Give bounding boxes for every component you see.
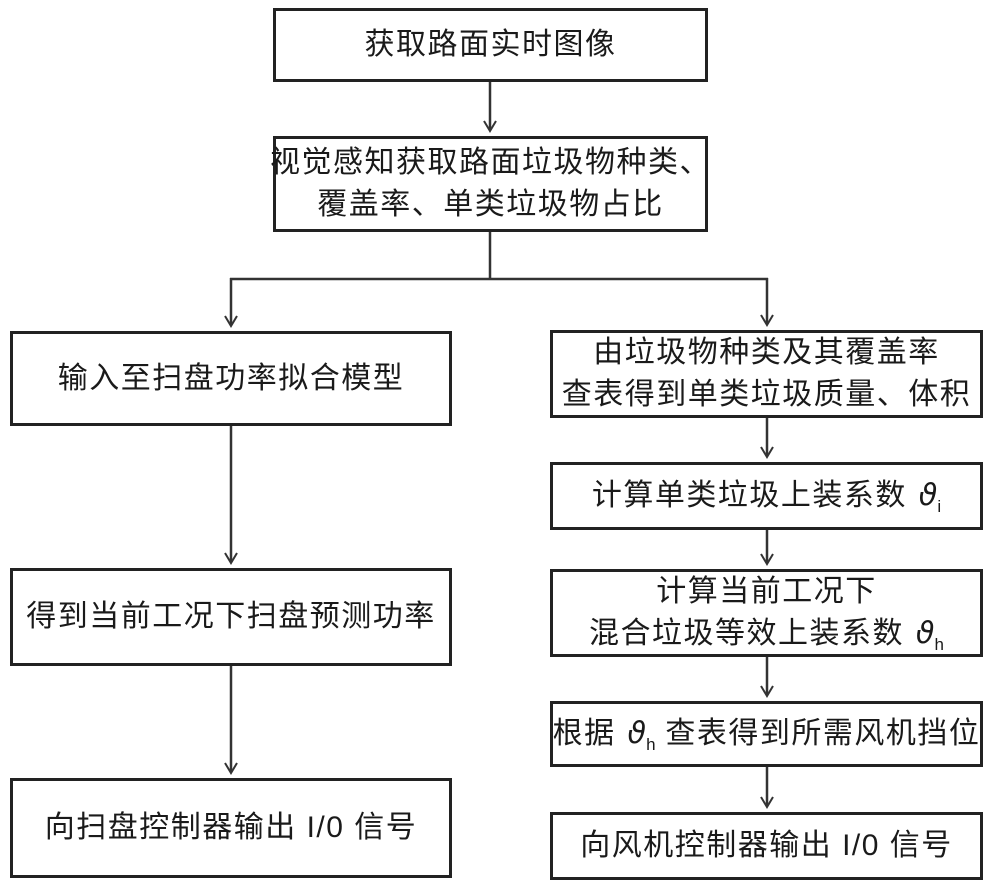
box-label: 向风机控制器输出 I/0 信号 xyxy=(580,829,953,862)
flow-box-calc-mixed-load-coefficient: 计算当前工况下 混合垃圾等效上装系数 ϑh xyxy=(550,569,983,657)
label-text: 根据 xyxy=(552,717,626,750)
flow-box-sweep-predicted-power: 得到当前工况下扫盘预测功率 xyxy=(10,568,452,666)
box-label: 获取路面实时图像 xyxy=(364,28,617,61)
label-text: 查表得到所需风机挡位 xyxy=(655,717,981,750)
box-label-line1: 视觉感知获取路面垃圾物种类、 xyxy=(270,146,711,179)
flow-box-capture-image: 获取路面实时图像 xyxy=(273,8,708,82)
theta-symbol: ϑ xyxy=(915,616,935,651)
label-text: 计算单类垃圾上装系数 xyxy=(591,479,917,512)
theta-subscript: i xyxy=(937,497,942,516)
box-label: 得到当前工况下扫盘预测功率 xyxy=(26,600,436,633)
label-text: 混合垃圾等效上装系数 xyxy=(589,617,914,650)
theta-symbol: ϑ xyxy=(627,716,647,751)
theta-subscript: h xyxy=(646,735,656,754)
box-label-line1: 由垃圾物种类及其覆盖率 xyxy=(593,336,940,369)
flow-box-output-sweep-io-signal: 向扫盘控制器输出 I/0 信号 xyxy=(10,778,452,878)
flow-box-lookup-mass-volume: 由垃圾物种类及其覆盖率 查表得到单类垃圾质量、体积 xyxy=(550,330,983,418)
box-label: 计算单类垃圾上装系数 ϑi xyxy=(592,475,941,517)
flow-box-calc-single-load-coefficient: 计算单类垃圾上装系数 ϑi xyxy=(550,462,983,530)
flow-box-lookup-fan-gear: 根据 ϑh 查表得到所需风机挡位 xyxy=(550,701,983,767)
flow-box-input-sweep-power-model: 输入至扫盘功率拟合模型 xyxy=(10,331,452,426)
theta-subscript: h xyxy=(934,635,944,654)
box-label: 根据 ϑh 查表得到所需风机挡位 xyxy=(553,713,981,755)
box-label: 向扫盘控制器输出 I/0 信号 xyxy=(44,811,418,844)
box-label-line2: 混合垃圾等效上装系数 ϑh xyxy=(589,613,944,655)
box-label-line1: 计算当前工况下 xyxy=(656,575,877,608)
box-label: 输入至扫盘功率拟合模型 xyxy=(57,361,405,395)
flow-box-output-fan-io-signal: 向风机控制器输出 I/0 信号 xyxy=(550,812,983,880)
theta-symbol: ϑ xyxy=(918,478,938,513)
box-label-line2: 查表得到单类垃圾质量、体积 xyxy=(561,378,972,411)
box-label-line2: 覆盖率、单类垃圾物占比 xyxy=(317,188,664,221)
flow-box-visual-perception: 视觉感知获取路面垃圾物种类、 覆盖率、单类垃圾物占比 xyxy=(270,136,711,232)
